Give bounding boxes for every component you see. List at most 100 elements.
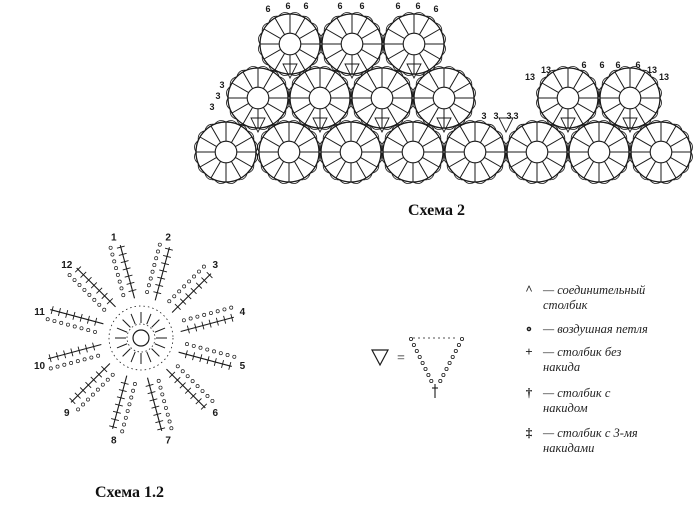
motif	[382, 12, 446, 76]
petal-stitch	[63, 350, 67, 359]
motif	[319, 120, 383, 184]
joining-triangle	[560, 117, 576, 134]
petal-number: 9	[64, 408, 70, 419]
motif-spokes	[321, 122, 381, 182]
petal-stitch	[155, 420, 164, 424]
petal	[167, 264, 213, 313]
legend-label: — воздушная петля	[543, 322, 648, 336]
chain-loop	[417, 354, 422, 359]
motif-scallop-edge	[382, 12, 446, 76]
chain-loop	[208, 311, 213, 316]
petal-stitch	[126, 281, 135, 285]
chain-loop	[115, 272, 120, 277]
petal-number: 12	[61, 260, 73, 271]
motif	[412, 66, 476, 130]
chain-loop	[175, 364, 180, 369]
chain-loop	[192, 274, 196, 279]
chain-loop	[447, 360, 452, 365]
inner-stitch	[151, 348, 160, 357]
motif-center-ring	[587, 140, 611, 164]
motif-center-ring	[432, 86, 456, 110]
motif-spokes	[569, 122, 629, 182]
legend-double-crochet: † — столбик с накидом	[515, 386, 693, 416]
petal	[166, 364, 215, 410]
stitch-count-label: 6	[285, 1, 290, 11]
motif-spokes	[631, 122, 691, 182]
petal-stitch	[112, 410, 121, 414]
petal-stitch	[151, 405, 160, 409]
motif-spokes	[196, 122, 256, 182]
chain-loop	[67, 273, 72, 278]
chain-loop	[212, 349, 216, 354]
chain-loop	[96, 353, 101, 358]
motif-spokes	[507, 122, 567, 182]
petal-stitch	[206, 356, 210, 365]
motif-center-ring	[214, 140, 238, 164]
petal-stitch	[206, 271, 213, 279]
petal-stitch	[79, 313, 83, 322]
chain-loop	[52, 319, 57, 323]
chain-loop	[201, 264, 206, 269]
motif-center-ring	[370, 86, 394, 110]
joining-triangle	[622, 117, 638, 134]
petal-number: 5	[240, 361, 246, 372]
stitch-count-label: 6	[303, 1, 308, 11]
petal-stitch	[128, 289, 137, 293]
stitch-count-label: 3	[215, 91, 220, 101]
stitch-count-label: 6	[359, 1, 364, 11]
petal-stitch	[80, 271, 87, 278]
petal-stitch	[116, 396, 125, 400]
chain-loop	[86, 397, 90, 402]
stitch-count-label: 3	[506, 111, 511, 121]
chain-loop	[167, 419, 172, 424]
petal-stitch	[120, 381, 129, 385]
chain-loop	[191, 343, 196, 348]
petal-number: 1	[111, 233, 117, 244]
motif-center-ring	[401, 140, 425, 164]
chain-loop	[420, 360, 425, 365]
inner-stitch	[151, 319, 160, 328]
petal-stitch	[195, 282, 203, 289]
motif-center-ring	[556, 86, 580, 110]
stitch-count-label: 3	[493, 111, 498, 121]
chain-stitch-icon: ∘	[524, 321, 534, 336]
chain-loop	[82, 287, 87, 292]
inner-stitch-ring	[115, 312, 167, 364]
petal	[178, 342, 237, 370]
petal-number: 11	[34, 307, 45, 318]
petal-stitch	[163, 254, 171, 258]
petal-stitch	[155, 283, 164, 287]
chain-loop	[89, 355, 94, 360]
petal-stitch	[55, 352, 59, 361]
petal-stitch	[179, 298, 187, 305]
legend-triple-treble: ‡ — столбик с 3-мя накидами	[515, 426, 693, 456]
inner-stitch	[146, 351, 152, 363]
chain-loop	[165, 412, 170, 417]
petal	[69, 363, 115, 412]
petal-number: 7	[165, 435, 171, 446]
chain-loop	[148, 276, 153, 281]
chain-loop	[169, 426, 174, 431]
petal-stitch	[114, 403, 123, 407]
motif-center-ring	[308, 86, 332, 110]
chain-loop	[152, 263, 157, 267]
chain-loop	[453, 348, 458, 353]
petal-stitch	[208, 319, 212, 328]
petal-stitch	[161, 262, 170, 266]
petal-number: 10	[34, 361, 46, 372]
chain-loop	[145, 290, 150, 294]
chain-loop	[132, 382, 137, 386]
motif-center-ring	[278, 32, 302, 56]
legend-label: — столбик с 3-мя	[543, 426, 638, 440]
petal-stitch	[72, 311, 76, 320]
petal-stitch	[86, 315, 90, 324]
chain-loop	[195, 314, 200, 319]
stitch-count-label: 13	[647, 65, 657, 75]
motif	[320, 12, 384, 76]
motif-scallop-edge	[258, 12, 322, 76]
petal-stitch	[92, 342, 96, 351]
chain-loop	[429, 378, 434, 383]
petal-stitch	[174, 376, 181, 384]
chain-loop	[202, 312, 207, 317]
